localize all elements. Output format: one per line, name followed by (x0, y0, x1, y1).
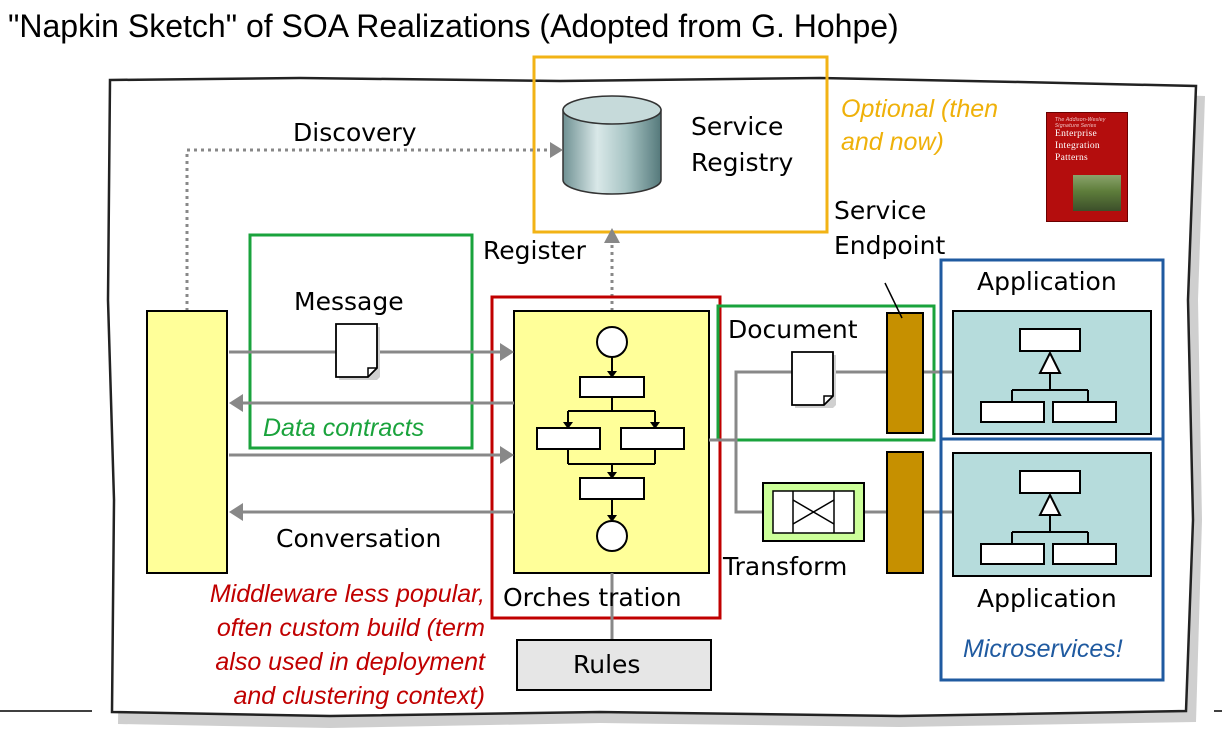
book-title-line-1: Enterprise (1055, 129, 1098, 139)
book-title-line-3: Patterns (1055, 153, 1089, 163)
message-document-icon (335, 323, 380, 380)
microservices-label: Microservices! (963, 635, 1123, 663)
data-contracts-label: Data contracts (263, 414, 425, 442)
book-title-line-2: Integration (1055, 141, 1100, 151)
discovery-label: Discovery (293, 118, 417, 147)
document-label: Document (728, 315, 858, 344)
message-arrowhead-4 (229, 503, 243, 521)
middleware-note-line-3: also used in deployment (215, 648, 485, 676)
optional-note-line-1: Optional (then (841, 95, 999, 123)
message-arrowhead-3 (500, 446, 514, 464)
discovery-arrowhead (550, 142, 563, 158)
register-arrowhead (604, 228, 620, 243)
message-arrowhead-1 (500, 343, 514, 361)
flowchart-arrowheads (563, 371, 660, 522)
client-component (146, 310, 228, 574)
service-endpoint-2 (886, 451, 924, 574)
service-endpoint-1 (886, 312, 924, 434)
orchestration-to-transform-connector (709, 438, 763, 514)
message-arrowhead-2 (229, 394, 243, 412)
book-cover-image: The Addison-Wesley Signature Series Ente… (1046, 112, 1128, 222)
message-label: Message (294, 287, 404, 316)
rules-box (516, 639, 712, 691)
optional-note-line-2: and now) (841, 128, 944, 156)
book-cover-photo (1073, 175, 1121, 211)
orchestration-box (490, 295, 722, 620)
registry-box (532, 55, 829, 234)
endpoint-callout (884, 282, 903, 319)
page-title: "Napkin Sketch" of SOA Realizations (Ado… (8, 8, 899, 44)
book-series-text: The Addison-Wesley Signature Series (1055, 117, 1106, 129)
class-diagram-icon-top (980, 328, 1117, 423)
application-top-label: Application (977, 267, 1117, 296)
transform-icon (762, 482, 865, 542)
discovery-connector (185, 148, 555, 311)
applications-box (939, 258, 1165, 682)
data-contracts-box (248, 233, 474, 450)
middleware-note-line-2: often custom build (term (216, 614, 485, 642)
conversation-label: Conversation (276, 524, 442, 553)
middleware-note-line-1: Middleware less popular, (209, 580, 485, 608)
document-icon (791, 351, 836, 408)
middleware-note-line-4: and clustering context) (233, 682, 485, 710)
class-diagram-icon-bottom (980, 470, 1117, 565)
flowchart-icon (536, 326, 685, 552)
rules-label: Rules (573, 650, 641, 679)
database-icon (562, 95, 662, 195)
register-label: Register (483, 236, 586, 265)
transform-label: Transform (723, 552, 848, 581)
service-endpoint-label-line-1: Service (834, 196, 927, 225)
service-endpoint-label-line-2: Endpoint (834, 231, 946, 260)
orchestration-label: Orches tration (503, 583, 682, 612)
service-registry-label-line-2: Registry (691, 148, 794, 177)
service-registry-label-line-1: Service (691, 112, 784, 141)
application-bottom-label: Application (977, 584, 1117, 613)
